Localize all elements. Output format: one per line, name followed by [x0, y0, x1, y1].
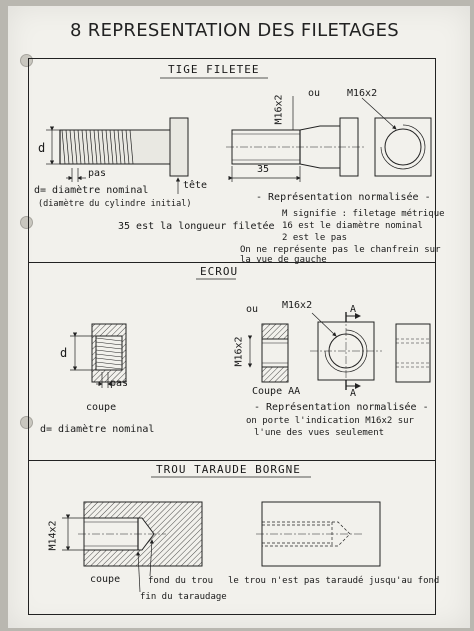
binder-hole [20, 416, 33, 429]
binder-hole [20, 216, 33, 229]
nut-section [91, 323, 127, 383]
chamfer-note: On ne représente pas le chanfrein sur [240, 245, 441, 255]
nut-dimensions [70, 332, 114, 388]
blind-hole-section [78, 501, 203, 567]
binder-hole [20, 54, 33, 67]
nut-side-view [395, 323, 431, 383]
section-mark-a-top: A [350, 304, 357, 315]
section-mark-a-bottom: A [350, 388, 357, 399]
blind-hole-thread-designation: M14x2 [47, 520, 59, 551]
thread-designation-vertical: M16x2 [273, 94, 285, 125]
nut-one-view-note: l'une des vues seulement [254, 428, 385, 438]
nut-diameter-definition: d= diamètre nominal [40, 424, 155, 435]
nut-section-label: coupe [86, 402, 117, 413]
threaded-rod-normalized [226, 117, 364, 177]
section-aa-label: Coupe AA [252, 386, 301, 397]
section-divider [28, 262, 436, 263]
blind-hole-leaders [62, 514, 154, 593]
page-title: 8 REPRESENTATION DES FILETAGES [70, 20, 400, 41]
diameter-definition: d= diamètre nominal [34, 185, 149, 196]
blind-hole-exterior [256, 501, 381, 567]
or-label: ou [308, 88, 321, 99]
normalized-representation-label: - Représentation normalisée - [256, 192, 431, 203]
pitch-note: 2 est le pas [282, 233, 348, 243]
nut-or-label: ou [246, 304, 259, 315]
dimension-35-label: 35 [257, 164, 270, 175]
nut-dimension-d-label: d [60, 346, 68, 360]
nut-thread-designation-vertical: M16x2 [233, 336, 245, 367]
section-heading-tige: TIGE FILETEE [168, 63, 260, 76]
threaded-length-note: 35 est la longueur filetée [118, 221, 275, 232]
nut-normalized-section [261, 323, 289, 383]
threaded-rod-realistic [59, 117, 189, 177]
nut-thread-designation: M16x2 [282, 300, 313, 311]
section-divider [28, 460, 436, 461]
left-view-note: la vue de gauche [240, 255, 327, 265]
nominal-diameter-note: 16 est le diamètre nominal [282, 221, 423, 231]
normalized-dimensions [228, 96, 301, 182]
nut-pitch-label: pas [110, 378, 129, 389]
not-tapped-note: le trou n'est pas taraudé jusqu'au fond [228, 576, 440, 586]
dimension-d-label: d [38, 141, 46, 155]
pitch-label: pas [88, 168, 107, 179]
thread-end-label: fin du taraudage [140, 592, 227, 602]
end-view-square [361, 97, 432, 177]
diameter-definition-sub: (diamètre du cylindre initial) [38, 199, 192, 209]
tige-dimensions [46, 126, 181, 194]
thread-designation-label: M16x2 [347, 88, 378, 99]
nut-face-view [310, 312, 382, 390]
nut-indication-note: on porte l'indication M16x2 sur [246, 416, 414, 426]
hole-bottom-label: fond du trou [148, 576, 214, 586]
section-heading-ecrou: ECROU [200, 265, 239, 278]
m-meaning-note: M signifie : filetage métrique [282, 209, 445, 219]
nut-normalized-representation: - Représentation normalisée - [254, 402, 429, 413]
section-heading-trou: TROU TARAUDE BORGNE [156, 463, 301, 476]
blind-hole-section-label: coupe [90, 574, 121, 585]
head-label: tête [183, 180, 208, 191]
drawing-frame [28, 58, 436, 615]
